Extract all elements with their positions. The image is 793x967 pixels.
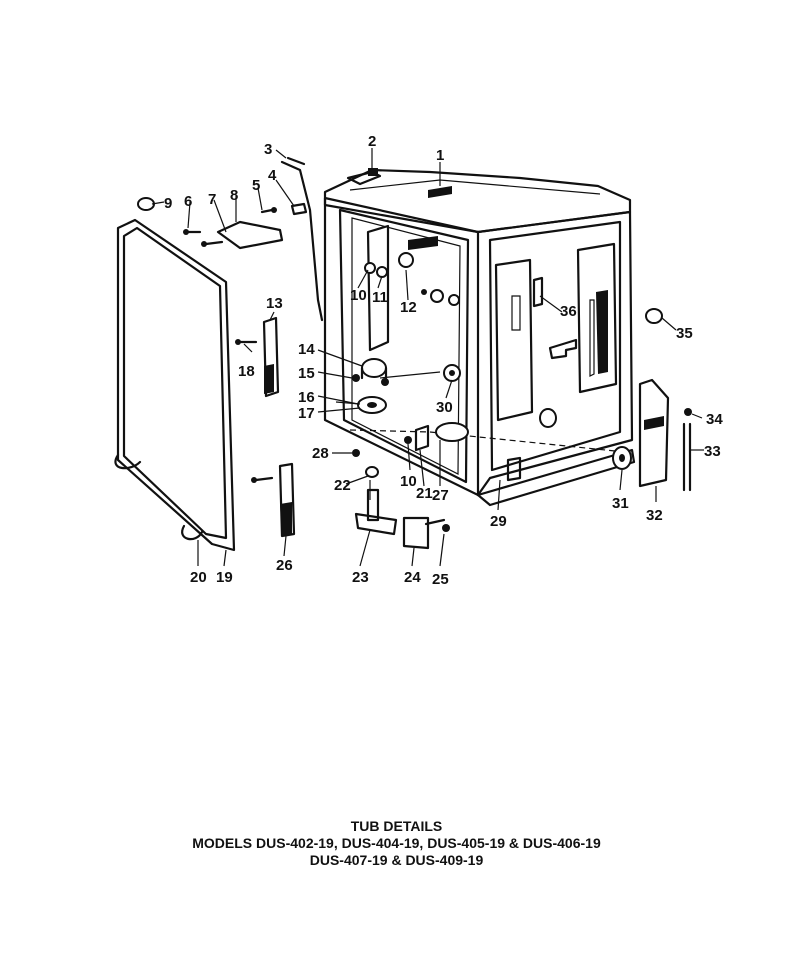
callout-34: 34 [706, 411, 723, 428]
callout-28: 28 [312, 445, 329, 462]
callout-6: 6 [184, 193, 192, 210]
callout-33: 33 [704, 443, 721, 460]
callout-15: 15 [298, 365, 315, 382]
leader-lines [151, 148, 704, 567]
callout-8: 8 [230, 187, 238, 204]
callout-11: 11 [372, 289, 388, 306]
callout-14: 14 [298, 341, 315, 358]
callout-21: 21 [416, 485, 433, 502]
callout-31: 31 [612, 495, 629, 512]
small-parts [137, 156, 692, 550]
diagram-caption: TUB DETAILS MODELS DUS-402-19, DUS-404-1… [0, 818, 793, 869]
callout-24: 24 [404, 569, 421, 586]
callout-29: 29 [490, 513, 507, 530]
callout-2: 2 [368, 133, 376, 150]
callout-13: 13 [266, 295, 283, 312]
caption-models-line2: DUS-407-19 & DUS-409-19 [309, 852, 484, 868]
callout-32: 32 [646, 507, 663, 524]
caption-models-line1: MODELS DUS-402-19, DUS-404-19, DUS-405-1… [192, 835, 601, 851]
callout-9: 9 [164, 195, 172, 212]
door-gasket [114, 218, 236, 560]
callout-25: 25 [432, 571, 449, 588]
callout-20: 20 [190, 569, 207, 586]
caption-title: TUB DETAILS [350, 818, 443, 834]
callout-36: 36 [560, 303, 577, 320]
callout-22: 22 [334, 477, 351, 494]
callout-23: 23 [352, 569, 369, 586]
callout-1: 1 [436, 147, 444, 164]
tub-assembly [323, 168, 636, 507]
callout-16: 16 [298, 389, 315, 406]
callout-5: 5 [252, 177, 260, 194]
callout-19: 19 [216, 569, 233, 586]
callout-4: 4 [268, 167, 277, 184]
callout-10b: 10 [400, 473, 417, 490]
callout-35: 35 [676, 325, 693, 342]
callout-7: 7 [208, 191, 216, 208]
callout-labels: 1 2 3 4 5 6 7 8 9 10 11 12 13 14 15 16 1… [164, 133, 723, 588]
callout-12: 12 [400, 299, 417, 316]
callout-3: 3 [264, 141, 272, 158]
callout-30: 30 [436, 399, 453, 416]
callout-18: 18 [238, 363, 255, 380]
callout-10a: 10 [350, 287, 367, 304]
callout-17: 17 [298, 405, 315, 422]
callout-27: 27 [432, 487, 449, 504]
callout-26: 26 [276, 557, 293, 574]
